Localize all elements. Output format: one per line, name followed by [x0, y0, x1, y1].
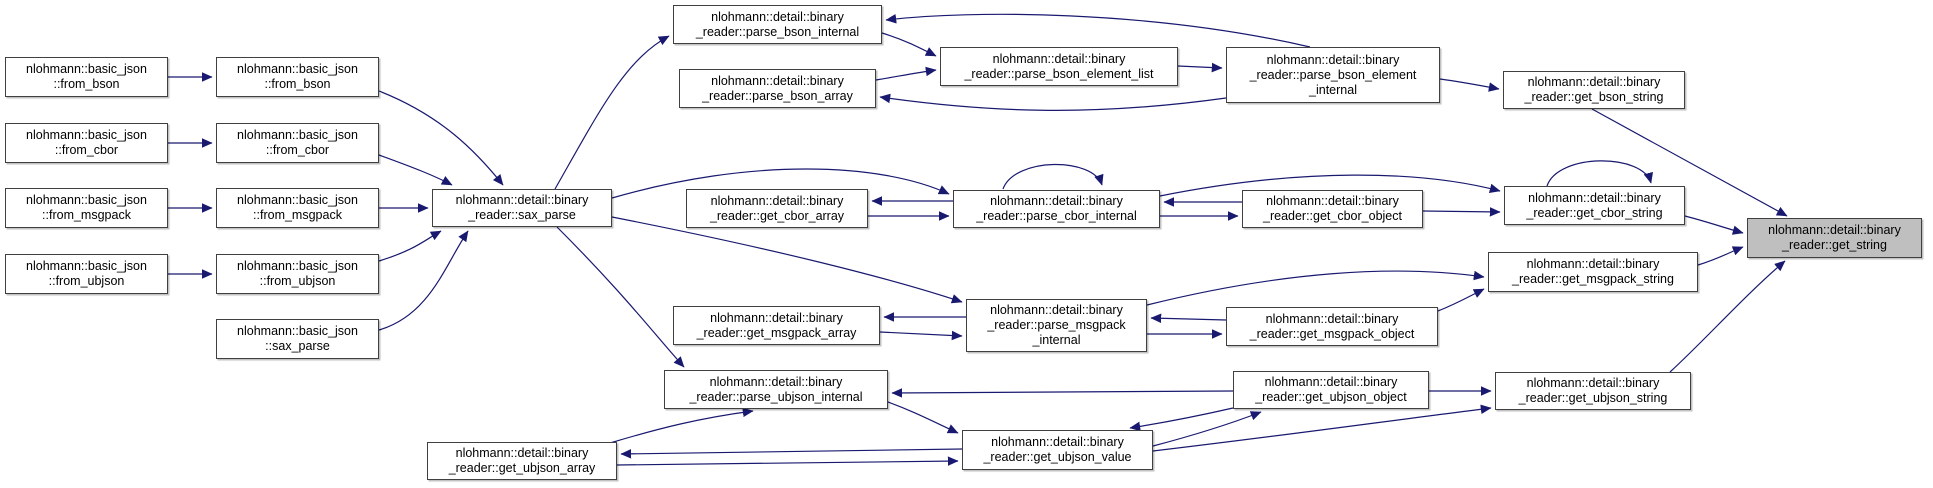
- node-parse-bson-internal[interactable]: nlohmann::detail::binary _reader::parse_…: [673, 5, 882, 44]
- node-parse-bson-element-internal[interactable]: nlohmann::detail::binary _reader::parse_…: [1226, 47, 1440, 103]
- node-parse-bson-array[interactable]: nlohmann::detail::binary _reader::parse_…: [679, 69, 876, 108]
- node-get-ubjson-value[interactable]: nlohmann::detail::binary _reader::get_ub…: [962, 430, 1153, 470]
- node-get-cbor-string[interactable]: nlohmann::detail::binary _reader::get_cb…: [1504, 186, 1685, 225]
- edge-getubjsonvalue-getubjsonarray: [620, 448, 963, 459]
- edge-getcborstring-self: [1546, 160, 1653, 187]
- node-binary-reader-sax-parse[interactable]: nlohmann::detail::binary _reader::sax_pa…: [432, 189, 612, 227]
- edge-parseubjsoninternal-getubjsonvalue: [887, 401, 959, 434]
- node-basic-json-from-bson-outer[interactable]: nlohmann::basic_json ::from_bson: [5, 57, 168, 97]
- edge-parsecborinternal-self: [1002, 163, 1104, 190]
- edge-getmsgpackstring-getstring: [1697, 246, 1744, 266]
- edge-getubjsonarray-getubjsonvalue: [616, 456, 959, 466]
- edge-fromcbor2-saxparse: [378, 154, 453, 186]
- edge-parsemsgpackinternal-getmsgpackstring: [1146, 270, 1485, 306]
- edge-fromubjson2-saxparse: [378, 230, 442, 262]
- node-basic-json-sax-parse[interactable]: nlohmann::basic_json ::sax_parse: [216, 319, 379, 359]
- edge-getubjsonarray-parseubjsoninternal: [609, 407, 754, 444]
- node-parse-cbor-internal[interactable]: nlohmann::detail::binary _reader::parse_…: [953, 190, 1160, 228]
- node-parse-ubjson-internal[interactable]: nlohmann::detail::binary _reader::parse_…: [664, 370, 888, 409]
- edge-getmsgpackobject-getmsgpackstring: [1437, 288, 1485, 312]
- edge-parsebsoninternal-elementlist: [881, 32, 937, 57]
- node-basic-json-from-ubjson[interactable]: nlohmann::basic_json ::from_ubjson: [216, 254, 379, 294]
- edge-elementlist-elementinternal: [1177, 62, 1223, 73]
- edge-saxparse-parsecborinternal: [611, 168, 950, 199]
- edge-getmsgpackobject-parsemsgpackinternal: [1150, 313, 1227, 324]
- edge-bjsaxparse-saxparse: [378, 230, 469, 331]
- edge-getubjsonvalue-getubjsonstring: [1152, 404, 1492, 452]
- node-get-ubjson-string[interactable]: nlohmann::detail::binary _reader::get_ub…: [1495, 372, 1691, 410]
- node-get-ubjson-array[interactable]: nlohmann::detail::binary _reader::get_ub…: [427, 442, 617, 480]
- node-parse-msgpack-internal[interactable]: nlohmann::detail::binary _reader::parse_…: [966, 299, 1147, 352]
- edge-frombson2-saxparse: [378, 90, 504, 186]
- edge-saxparse-parseubjsoninternal: [556, 226, 685, 368]
- node-get-ubjson-object[interactable]: nlohmann::detail::binary _reader::get_ub…: [1233, 371, 1429, 409]
- node-get-bson-string[interactable]: nlohmann::detail::binary _reader::get_bs…: [1503, 71, 1685, 109]
- edge-elementinternal-parsebsonarray: [879, 93, 1227, 111]
- node-get-string-current: nlohmann::detail::binary _reader::get_st…: [1747, 218, 1922, 258]
- edge-parsecborinternal-getcborstring: [1159, 174, 1501, 197]
- edge-getmsgpackarray-parsemsgpackinternal: [879, 330, 963, 341]
- node-basic-json-from-bson[interactable]: nlohmann::basic_json ::from_bson: [216, 57, 379, 97]
- edge-getcborobject-getcborstring: [1422, 207, 1501, 217]
- node-get-msgpack-array[interactable]: nlohmann::detail::binary _reader::get_ms…: [673, 306, 880, 345]
- node-basic-json-from-cbor-outer[interactable]: nlohmann::basic_json ::from_cbor: [5, 123, 168, 163]
- edge-saxparse-parsemsgpackinternal: [611, 216, 963, 304]
- edge-getubjsonvalue-getubjsonobject: [1152, 411, 1262, 447]
- node-get-msgpack-object[interactable]: nlohmann::detail::binary _reader::get_ms…: [1226, 307, 1438, 346]
- node-basic-json-from-ubjson-outer[interactable]: nlohmann::basic_json ::from_ubjson: [5, 254, 168, 294]
- edge-elementinternal-parsebsoninternal: [885, 13, 1311, 48]
- edge-getubjsonobject-parseubjsoninternal: [891, 388, 1234, 398]
- edge-elementinternal-getbsonstring: [1439, 78, 1500, 92]
- edge-getbsonstring-getstring: [1591, 108, 1788, 217]
- node-parse-bson-element-list[interactable]: nlohmann::detail::binary _reader::parse_…: [940, 47, 1178, 86]
- node-get-msgpack-string[interactable]: nlohmann::detail::binary _reader::get_ms…: [1488, 252, 1698, 292]
- edge-parsebsonarray-elementlist: [875, 66, 937, 81]
- edge-getcborstring-getstring: [1684, 215, 1744, 235]
- node-basic-json-from-cbor[interactable]: nlohmann::basic_json ::from_cbor: [216, 123, 379, 163]
- node-get-cbor-object[interactable]: nlohmann::detail::binary _reader::get_cb…: [1242, 190, 1423, 228]
- edge-saxparse-parsebsoninternal: [554, 35, 670, 190]
- node-basic-json-from-msgpack[interactable]: nlohmann::basic_json ::from_msgpack: [216, 188, 379, 228]
- node-basic-json-from-msgpack-outer[interactable]: nlohmann::basic_json ::from_msgpack: [5, 188, 168, 228]
- edge-getubjsonobject-getubjsonvalue: [1129, 407, 1234, 432]
- edge-getubjsonstring-getstring: [1669, 260, 1786, 373]
- node-get-cbor-array[interactable]: nlohmann::detail::binary _reader::get_cb…: [686, 189, 868, 228]
